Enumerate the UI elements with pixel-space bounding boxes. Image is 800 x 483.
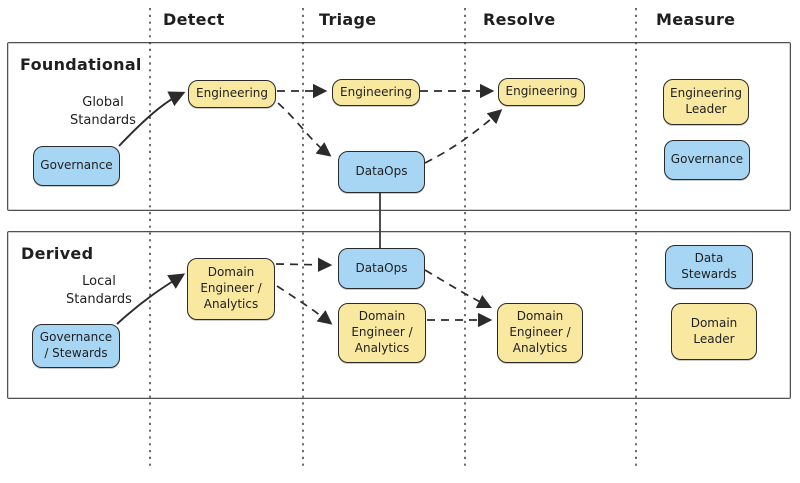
node-engineering-triage: Engineering [332,79,420,106]
node-governance-stewards: Governance / Stewards [32,324,120,368]
node-governance-measure: Governance [664,140,750,180]
node-engineering-leader: Engineering Leader [663,79,749,125]
node-domain-engineer-detect: Domain Engineer / Analytics [187,258,275,320]
node-domain-leader: Domain Leader [671,303,757,360]
node-governance-foundational: Governance [33,146,120,186]
column-header-measure: Measure [656,10,736,29]
lane-frame-derived [7,231,791,399]
node-data-stewards: Data Stewards [665,245,753,289]
node-engineering-resolve: Engineering [498,78,585,106]
node-dataops-foundational: DataOps [338,151,425,193]
column-header-resolve: Resolve [483,10,556,29]
column-header-detect: Detect [163,10,225,29]
column-header-triage: Triage [319,10,377,29]
lane-label-foundational: Foundational [20,55,142,74]
lane-frame-foundational [7,42,791,211]
node-domain-engineer-triage: Domain Engineer / Analytics [338,303,426,363]
node-engineering-detect: Engineering [188,80,276,108]
node-domain-engineer-resolve: Domain Engineer / Analytics [497,303,583,363]
edge-label-local-standards: Local Standards [66,274,132,307]
node-dataops-derived: DataOps [338,248,425,289]
lane-label-derived: Derived [21,244,94,263]
edge-label-global-standards: Global Standards [70,95,136,128]
